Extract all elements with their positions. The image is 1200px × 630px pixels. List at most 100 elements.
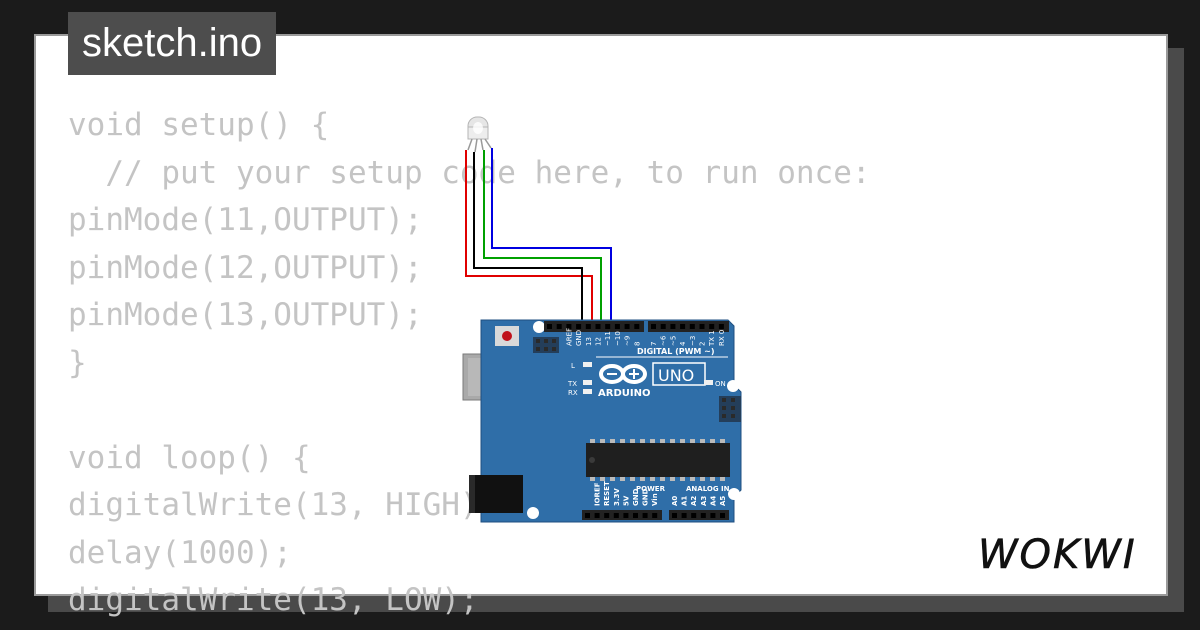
digital-label: DIGITAL (PWM ~): [637, 347, 715, 356]
pin-label: RX 0: [718, 330, 726, 346]
pin-label: TX 1: [708, 330, 716, 347]
pin-label: IOREF: [594, 482, 602, 506]
header-pin[interactable]: [613, 513, 619, 518]
code-line: pinMode(12,OUTPUT);: [68, 249, 423, 286]
power-analog-header[interactable]: [582, 510, 729, 520]
header-pin[interactable]: [700, 513, 706, 518]
tx-led: [583, 380, 592, 385]
pin-label: 5V: [622, 495, 630, 506]
svg-text:WOKWI: WOKWI: [978, 532, 1137, 578]
pin-label: AREF: [565, 328, 573, 346]
wire-green[interactable]: [483, 150, 602, 326]
code-line: digitalWrite(13, LOW);: [68, 582, 479, 618]
tx-led-label: TX: [567, 380, 577, 388]
header-pin[interactable]: [642, 513, 648, 518]
atmega-chip: [586, 439, 730, 481]
header-pin[interactable]: [605, 324, 611, 329]
l-led-label: L: [571, 362, 575, 370]
pin-label: A2: [690, 496, 698, 506]
header-pin[interactable]: [634, 324, 640, 329]
header-pin[interactable]: [604, 513, 610, 518]
pin-label: 3.3V: [613, 488, 621, 506]
rx-led-label: RX: [568, 389, 578, 397]
header-pin[interactable]: [689, 324, 695, 329]
pin-label: 2: [699, 342, 707, 346]
power-label: POWER: [636, 485, 666, 493]
code-line: // put your setup code here, to run once…: [68, 154, 871, 191]
header-pin[interactable]: [623, 513, 629, 518]
header-pin[interactable]: [680, 324, 686, 329]
header-pin[interactable]: [585, 324, 591, 329]
header-pin[interactable]: [566, 324, 572, 329]
header-pin[interactable]: [672, 513, 677, 518]
pin-label: A0: [671, 496, 679, 506]
header-pin[interactable]: [594, 513, 600, 518]
digital-header[interactable]: [544, 321, 729, 332]
arduino-wordmark: ARDUINO: [598, 388, 650, 399]
wire-black[interactable]: [473, 152, 583, 326]
header-pin[interactable]: [699, 324, 705, 329]
pin-label: ~11: [604, 331, 612, 346]
header-pin[interactable]: [720, 513, 725, 518]
pin-label: GND: [632, 488, 640, 506]
header-pin[interactable]: [585, 513, 590, 518]
code-editor[interactable]: void setup() { // put your setup code he…: [68, 102, 871, 625]
header-pin[interactable]: [681, 513, 687, 518]
pin-label: GND: [642, 488, 650, 506]
header-pin[interactable]: [547, 324, 552, 329]
pin-label: 7: [650, 342, 658, 346]
pin-label: A4: [709, 496, 717, 506]
header-pin[interactable]: [652, 513, 658, 518]
header-pin[interactable]: [718, 324, 724, 329]
file-name-tab[interactable]: sketch.ino: [68, 12, 277, 75]
on-led-label: ON: [715, 380, 726, 388]
header-pin[interactable]: [670, 324, 676, 329]
pin-label: ~10: [614, 331, 622, 346]
rgb-led[interactable]: [467, 116, 492, 153]
pin-label: 8: [633, 342, 641, 346]
analog-label: ANALOG IN: [686, 485, 730, 493]
header-pin[interactable]: [633, 513, 638, 518]
header-pin[interactable]: [710, 513, 716, 518]
header-pin[interactable]: [624, 324, 630, 329]
wokwi-logo: WOKWI: [978, 532, 1137, 579]
header-pin[interactable]: [556, 324, 562, 329]
pin-label: 4: [679, 341, 687, 346]
rx-led: [583, 389, 592, 394]
pin-label: A1: [681, 496, 689, 506]
header-pin[interactable]: [660, 324, 666, 329]
header-pin[interactable]: [614, 324, 620, 329]
pin-label: Vin: [651, 493, 659, 506]
l-led: [583, 362, 592, 367]
header-pin[interactable]: [691, 513, 697, 518]
code-viewport: void setup() { // put your setup code he…: [36, 36, 1162, 618]
uno-label: UNO: [658, 366, 694, 385]
pin-label: RESET: [603, 481, 611, 506]
pin-label: ~5: [669, 336, 677, 346]
code-line: void setup() {: [68, 107, 330, 143]
on-led: [704, 380, 713, 385]
pin-label: ~6: [660, 335, 668, 346]
wire-red[interactable]: [465, 150, 593, 326]
pin-label: 13: [585, 337, 593, 346]
header-pin[interactable]: [576, 324, 582, 329]
pin-label: ~9: [624, 336, 632, 346]
code-line: pinMode(13,OUTPUT);: [68, 297, 423, 333]
header-pin[interactable]: [595, 324, 601, 329]
pin-label: ~3: [689, 336, 697, 346]
code-line: void loop() {: [68, 439, 311, 476]
arduino-infinity-icon: [599, 364, 647, 384]
code-line: }: [68, 344, 87, 381]
code-line: delay(1000);: [68, 534, 292, 571]
wire-blue[interactable]: [491, 148, 612, 326]
pin-label: A5: [719, 496, 727, 506]
pin-label: A3: [700, 496, 708, 506]
power-jack: [469, 475, 523, 513]
header-pin[interactable]: [651, 324, 656, 329]
code-line: pinMode(11,OUTPUT);: [68, 202, 423, 238]
header-pin[interactable]: [709, 324, 715, 329]
